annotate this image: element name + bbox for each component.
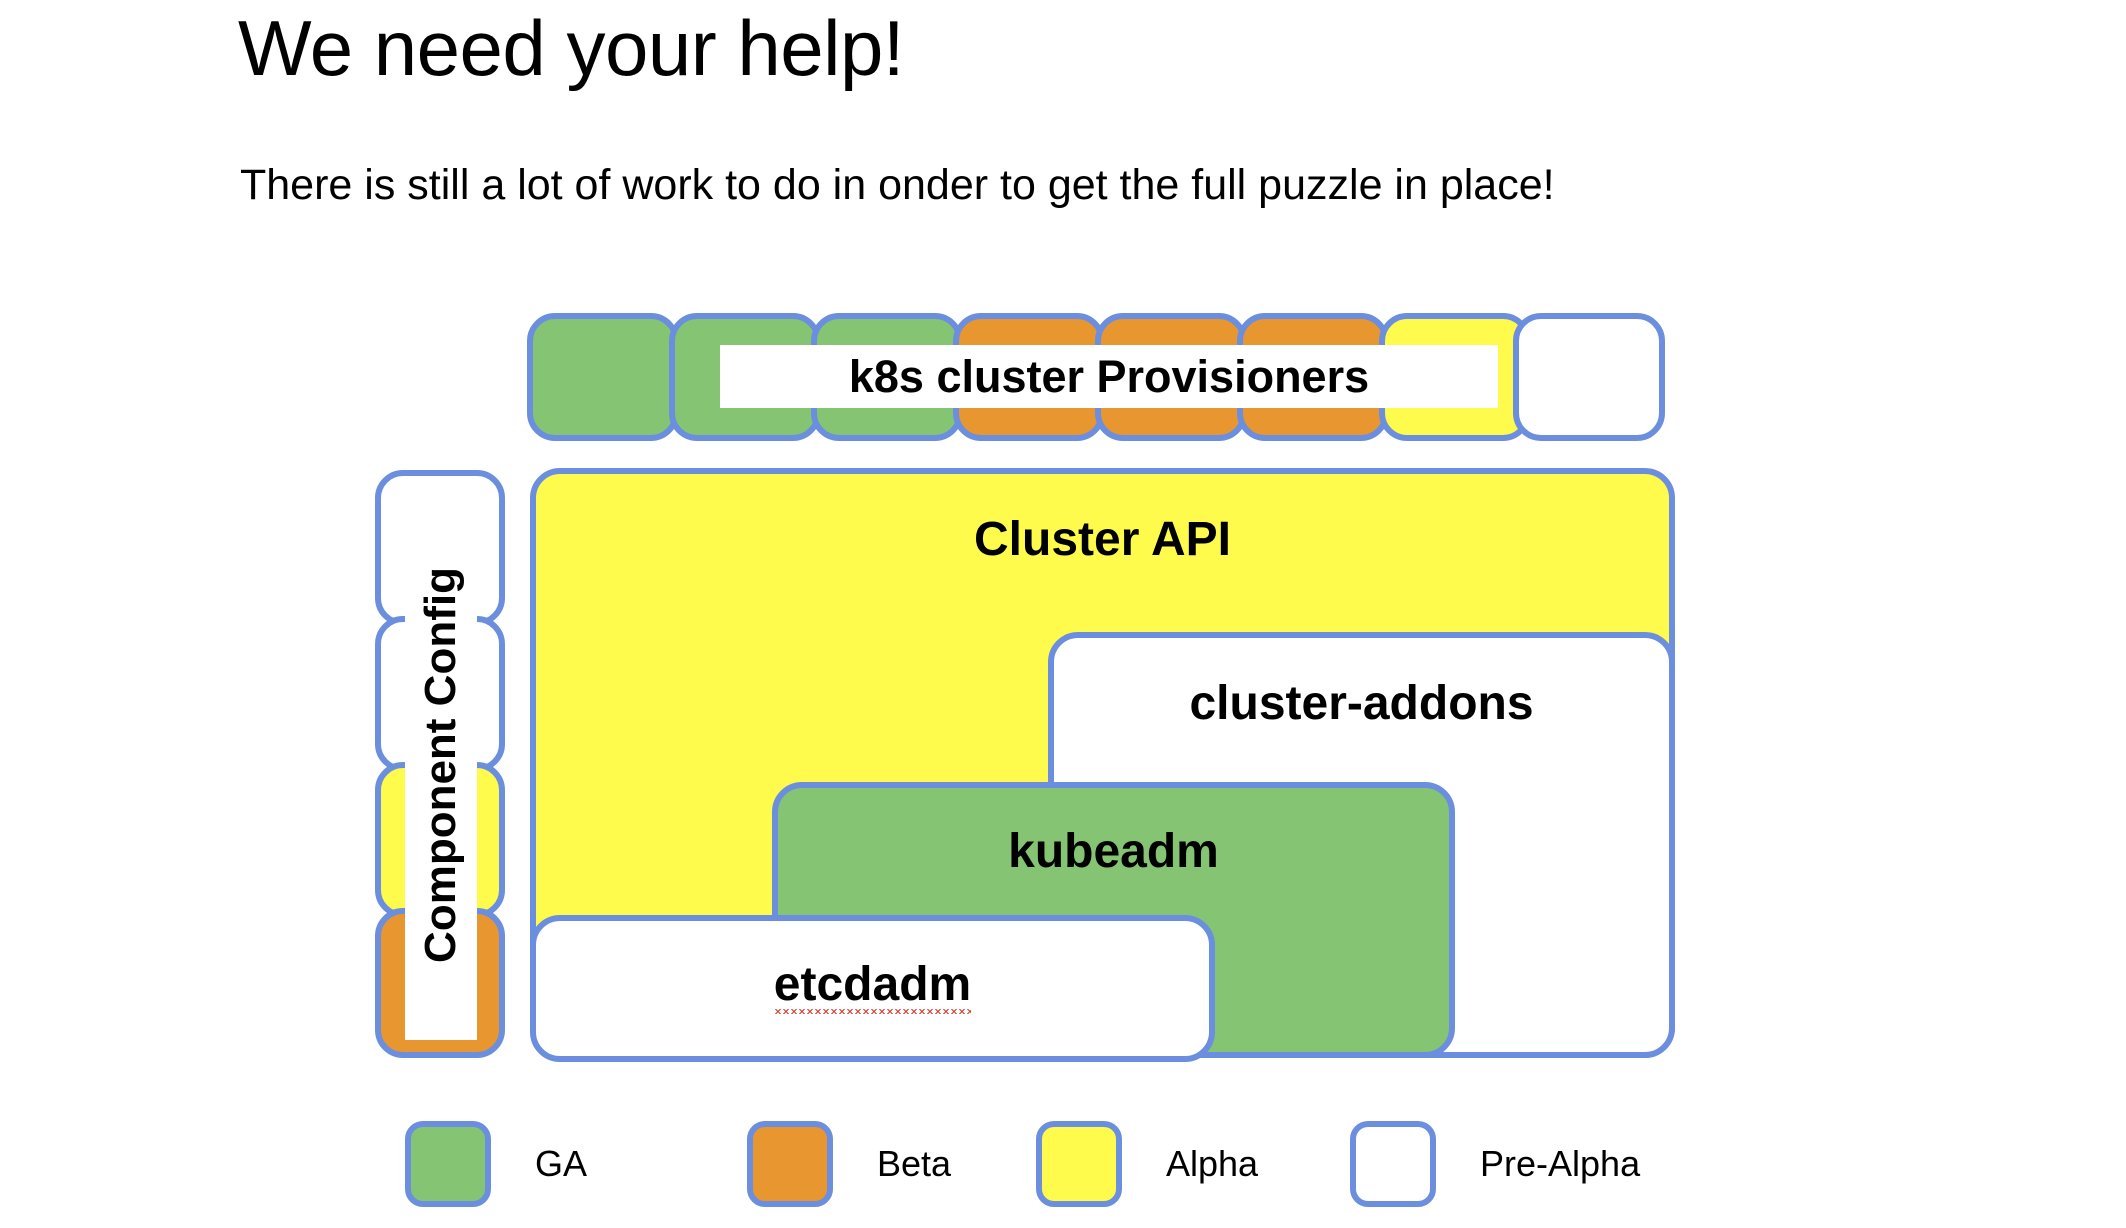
cluster-addons-label: cluster-addons xyxy=(1189,677,1534,730)
provisioner-tile-1 xyxy=(527,313,679,441)
component-config-label-band: Component Config xyxy=(405,490,477,1040)
legend-item-beta: Beta xyxy=(747,1118,951,1210)
legend-item-alpha: Alpha xyxy=(1036,1118,1258,1210)
etcdadm-box: etcdadm xyxy=(530,915,1215,1062)
legend-item-prealpha: Pre-Alpha xyxy=(1350,1118,1640,1210)
etcdadm-label: etcdadm xyxy=(773,957,972,1014)
component-config-label: Component Config xyxy=(416,567,466,963)
legend-swatch-ga xyxy=(405,1121,491,1207)
provisioners-label-band: k8s cluster Provisioners xyxy=(720,345,1498,408)
page-subtitle: There is still a lot of work to do in on… xyxy=(240,161,1555,209)
legend-label-beta: Beta xyxy=(877,1143,952,1184)
cluster-api-label: Cluster API xyxy=(974,513,1231,566)
legend-item-ga: GA xyxy=(405,1118,587,1210)
provisioners-label: k8s cluster Provisioners xyxy=(848,350,1370,402)
page-title: We need your help! xyxy=(238,4,905,92)
legend-label-prealpha: Pre-Alpha xyxy=(1480,1143,1641,1184)
etcdadm-label-wrap: etcdadm xyxy=(536,957,1209,1014)
legend-swatch-beta xyxy=(747,1121,833,1207)
legend-label-ga: GA xyxy=(535,1143,588,1184)
status-legend: GA Beta Alpha Pre-Alpha xyxy=(0,1118,2126,1218)
legend-label-alpha: Alpha xyxy=(1166,1143,1259,1184)
provisioner-tile-8 xyxy=(1513,313,1665,441)
legend-swatch-alpha xyxy=(1036,1121,1122,1207)
legend-swatch-prealpha xyxy=(1350,1121,1436,1207)
kubeadm-label: kubeadm xyxy=(1008,825,1219,878)
